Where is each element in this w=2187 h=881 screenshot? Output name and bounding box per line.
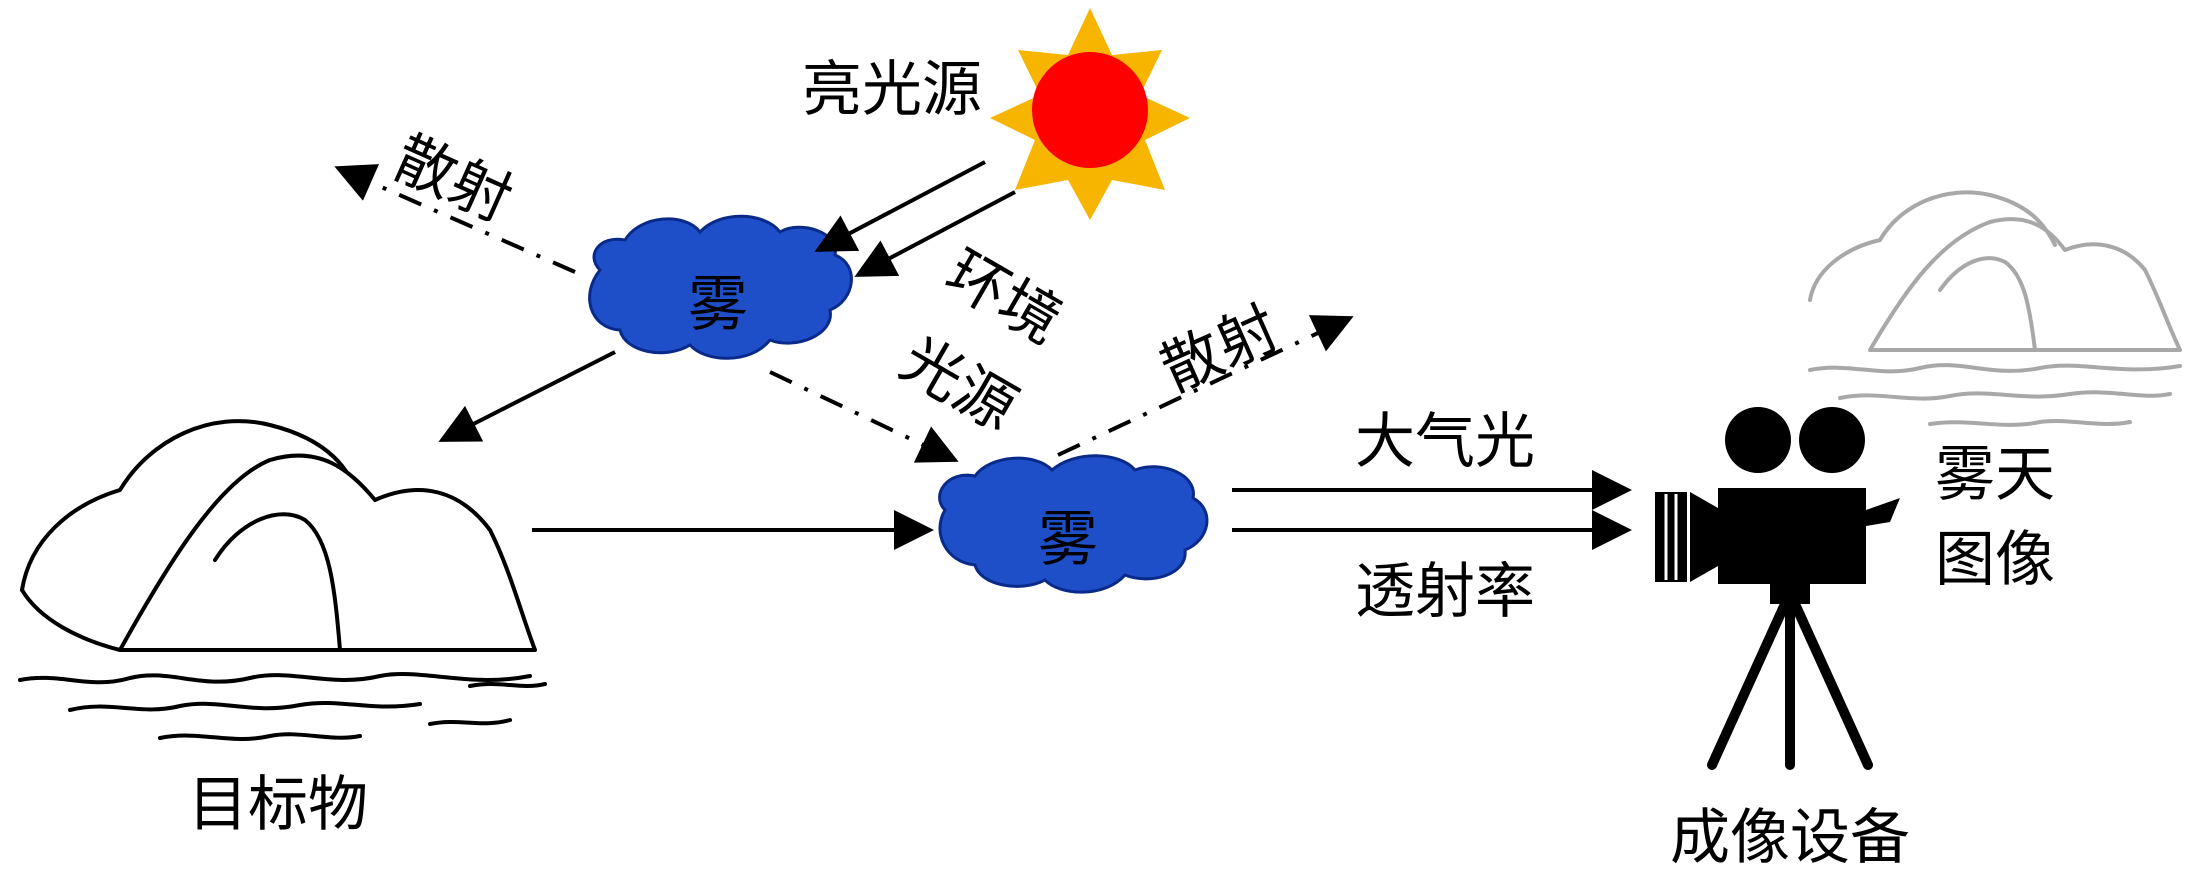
camera-lens-ring (1655, 492, 1687, 582)
airlight-label: 大气光 (1355, 407, 1535, 477)
scatter-label-right: 散射 (1151, 293, 1289, 406)
foggy-image-label-line2: 图像 (1935, 525, 2055, 595)
video-camera-icon (1655, 407, 1900, 770)
camera-reel-right (1799, 407, 1865, 473)
fog-label-2: 雾 (1038, 505, 1098, 575)
light-ray-2 (854, 190, 1016, 277)
arrows (334, 160, 1632, 550)
sun-icon (990, 8, 1190, 220)
fog-label-1: 雾 (688, 270, 748, 340)
transmission-label: 透射率 (1355, 557, 1535, 627)
imaging-device-label: 成像设备 (1670, 803, 1910, 873)
fog-cloud-2: 雾 (938, 454, 1209, 594)
foggy-image-label-line1: 雾天 (1935, 440, 2055, 510)
tripod-head (1770, 584, 1810, 604)
mountain-icon (18, 419, 547, 741)
ambient-light-label-line2: 光源 (889, 324, 1028, 445)
fog-cloud-1: 雾 (588, 214, 853, 360)
camera-reel-left (1725, 407, 1791, 473)
camera-viewfinder (1866, 498, 1900, 526)
scatter-arrow-left (334, 164, 576, 274)
hazy-mountain-icon (1808, 190, 2182, 427)
cloud-icon (588, 214, 853, 360)
ambient-light-label-line1: 环境 (934, 237, 1073, 358)
camera-lens (1690, 492, 1718, 582)
light-ray-1 (814, 160, 986, 252)
target-object-label: 目标物 (188, 770, 368, 840)
camera-body (1718, 488, 1866, 584)
ambient-light-arrow (438, 350, 616, 442)
fog-to-fog-arrow (769, 370, 959, 463)
cloud-icon (938, 454, 1209, 594)
tripod (1707, 599, 1873, 770)
sun-core (1032, 52, 1148, 168)
light-source-label: 亮光源 (802, 55, 982, 125)
